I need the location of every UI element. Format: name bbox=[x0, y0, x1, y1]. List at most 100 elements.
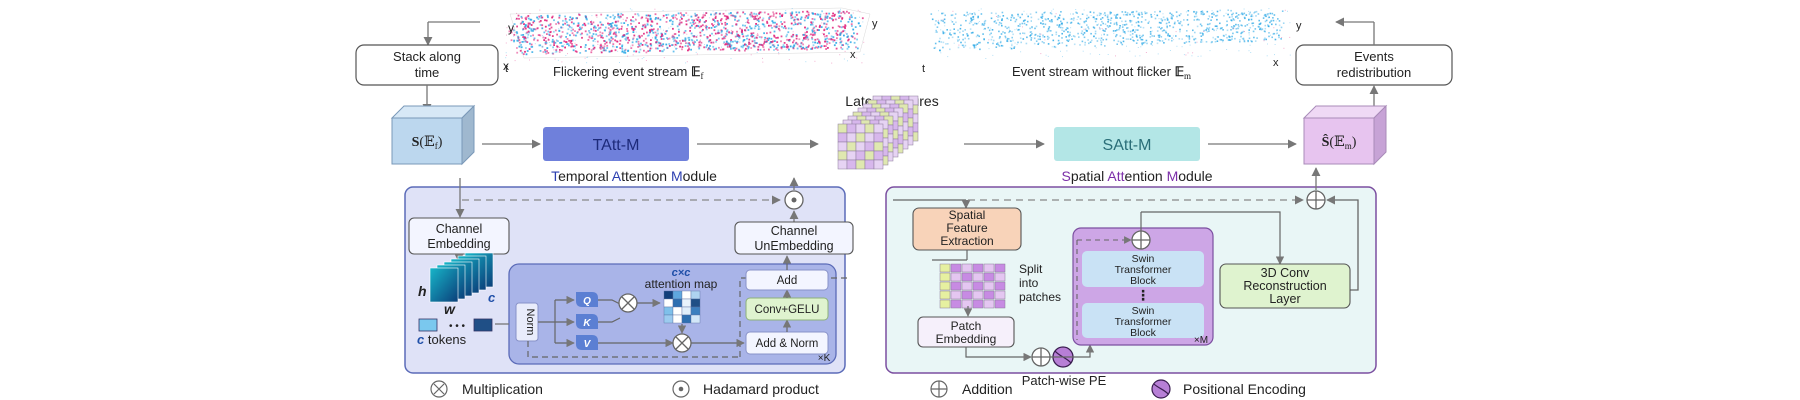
flicker-event-point bbox=[783, 46, 786, 48]
flicker-event-point bbox=[626, 28, 628, 30]
flicker-event-point bbox=[773, 30, 776, 33]
clean-event-point bbox=[1193, 10, 1195, 13]
flicker-event-point bbox=[614, 33, 617, 36]
flicker-event-point bbox=[729, 45, 731, 48]
flicker-event-point bbox=[527, 33, 530, 36]
clean-event-point bbox=[1101, 17, 1104, 19]
flicker-event-point bbox=[621, 35, 624, 38]
flicker-event-point bbox=[660, 50, 663, 53]
flicker-event-point bbox=[547, 24, 550, 27]
clean-event-point bbox=[1195, 12, 1197, 15]
clean-noise-point bbox=[990, 27, 992, 29]
flicker-event-point bbox=[711, 32, 713, 35]
clean-event-point bbox=[1122, 13, 1125, 16]
flicker-event-point bbox=[749, 13, 752, 16]
flicker-noise-point bbox=[631, 9, 633, 11]
flicker-event-point bbox=[843, 29, 846, 32]
flicker-event-point bbox=[839, 37, 842, 40]
clean-event-point bbox=[949, 29, 952, 31]
clean-event-point bbox=[1131, 11, 1133, 14]
flicker-noise-point bbox=[584, 57, 586, 59]
flicker-event-point bbox=[527, 17, 530, 20]
flicker-event-point bbox=[689, 22, 692, 24]
flicker-event-point bbox=[602, 24, 604, 26]
clean-event-point bbox=[942, 12, 945, 15]
clean-noise-point bbox=[1105, 28, 1107, 30]
clean-event-point bbox=[934, 46, 937, 49]
flicker-event-point bbox=[704, 14, 706, 17]
clean-event-point bbox=[1125, 13, 1127, 16]
clean-event-point bbox=[1073, 43, 1076, 46]
clean-event-point bbox=[1122, 40, 1125, 43]
flicker-noise-point bbox=[778, 52, 780, 53]
flicker-noise-point bbox=[824, 38, 826, 40]
latent-cell bbox=[855, 159, 866, 170]
flicker-event-point bbox=[750, 11, 753, 14]
flicker-event-point bbox=[818, 26, 821, 28]
clean-event-point bbox=[1039, 38, 1041, 41]
clean-event-point bbox=[1144, 19, 1147, 21]
clean-event-point bbox=[982, 33, 984, 35]
clean-event-point bbox=[1272, 33, 1274, 35]
clean-event-point bbox=[1050, 13, 1053, 15]
flicker-event-point bbox=[823, 22, 826, 25]
flicker-event-point bbox=[720, 18, 723, 20]
clean-event-point bbox=[1142, 42, 1145, 44]
clean-event-point bbox=[1249, 26, 1252, 29]
flicker-event-point bbox=[807, 15, 810, 18]
clean-event-point bbox=[1239, 20, 1241, 22]
flicker-event-point bbox=[539, 20, 542, 22]
stack-along-time-box: Stack along time bbox=[355, 21, 499, 113]
clean-event-point bbox=[1144, 11, 1146, 13]
clean-event-point bbox=[1037, 43, 1039, 45]
clean-event-point bbox=[1067, 27, 1069, 30]
flicker-event-point bbox=[742, 24, 744, 27]
clean-event-point bbox=[1078, 23, 1081, 25]
clean-event-point bbox=[1215, 15, 1217, 17]
flicker-event-point bbox=[803, 34, 806, 36]
clean-event-point bbox=[1150, 26, 1152, 29]
patch-cell bbox=[939, 281, 951, 291]
flicker-event-point bbox=[762, 17, 765, 20]
clean-event-point bbox=[1096, 14, 1099, 17]
clean-event-point bbox=[1169, 12, 1171, 15]
flicker-event-point bbox=[575, 44, 578, 46]
flicker-event-point bbox=[812, 21, 814, 24]
flicker-event-point bbox=[584, 15, 587, 17]
clean-noise-point bbox=[1187, 52, 1189, 54]
flicker-event-point bbox=[641, 34, 643, 37]
flicker-event-point bbox=[650, 19, 653, 22]
clean-event-point bbox=[1008, 31, 1010, 34]
flicker-noise-point bbox=[664, 32, 665, 34]
flicker-event-point bbox=[833, 39, 836, 42]
clean-event-point bbox=[1174, 21, 1176, 24]
clean-event-point bbox=[1012, 33, 1014, 36]
flicker-noise-point bbox=[619, 62, 620, 63]
flicker-event-point bbox=[605, 41, 608, 44]
flicker-event-point bbox=[661, 45, 664, 48]
flicker-event-point bbox=[519, 49, 522, 52]
flicker-event-point bbox=[586, 33, 589, 36]
clean-event-point bbox=[1102, 30, 1105, 32]
clean-event-point bbox=[1206, 23, 1209, 26]
flicker-event-point bbox=[683, 31, 686, 34]
flicker-event-point bbox=[538, 34, 541, 36]
clean-event-point bbox=[991, 36, 994, 38]
clean-event-point bbox=[1212, 11, 1215, 14]
clean-noise-point bbox=[1226, 49, 1228, 50]
flicker-event-point bbox=[783, 42, 786, 44]
flicker-event-point bbox=[672, 50, 675, 53]
clean-event-point bbox=[999, 36, 1001, 38]
clean-event-point bbox=[1095, 37, 1097, 39]
flicker-event-point bbox=[702, 28, 704, 31]
flicker-event-point bbox=[656, 22, 659, 25]
clean-noise-point bbox=[1014, 42, 1016, 44]
clean-noise-point bbox=[1241, 38, 1243, 40]
clean-event-point bbox=[1220, 27, 1222, 30]
flicker-event-point bbox=[530, 29, 533, 32]
flicker-event-point bbox=[695, 18, 698, 20]
flicker-event-point bbox=[732, 40, 734, 43]
flicker-event-point bbox=[653, 28, 655, 30]
flicker-event-point bbox=[753, 12, 756, 15]
flicker-event-point bbox=[754, 25, 757, 28]
